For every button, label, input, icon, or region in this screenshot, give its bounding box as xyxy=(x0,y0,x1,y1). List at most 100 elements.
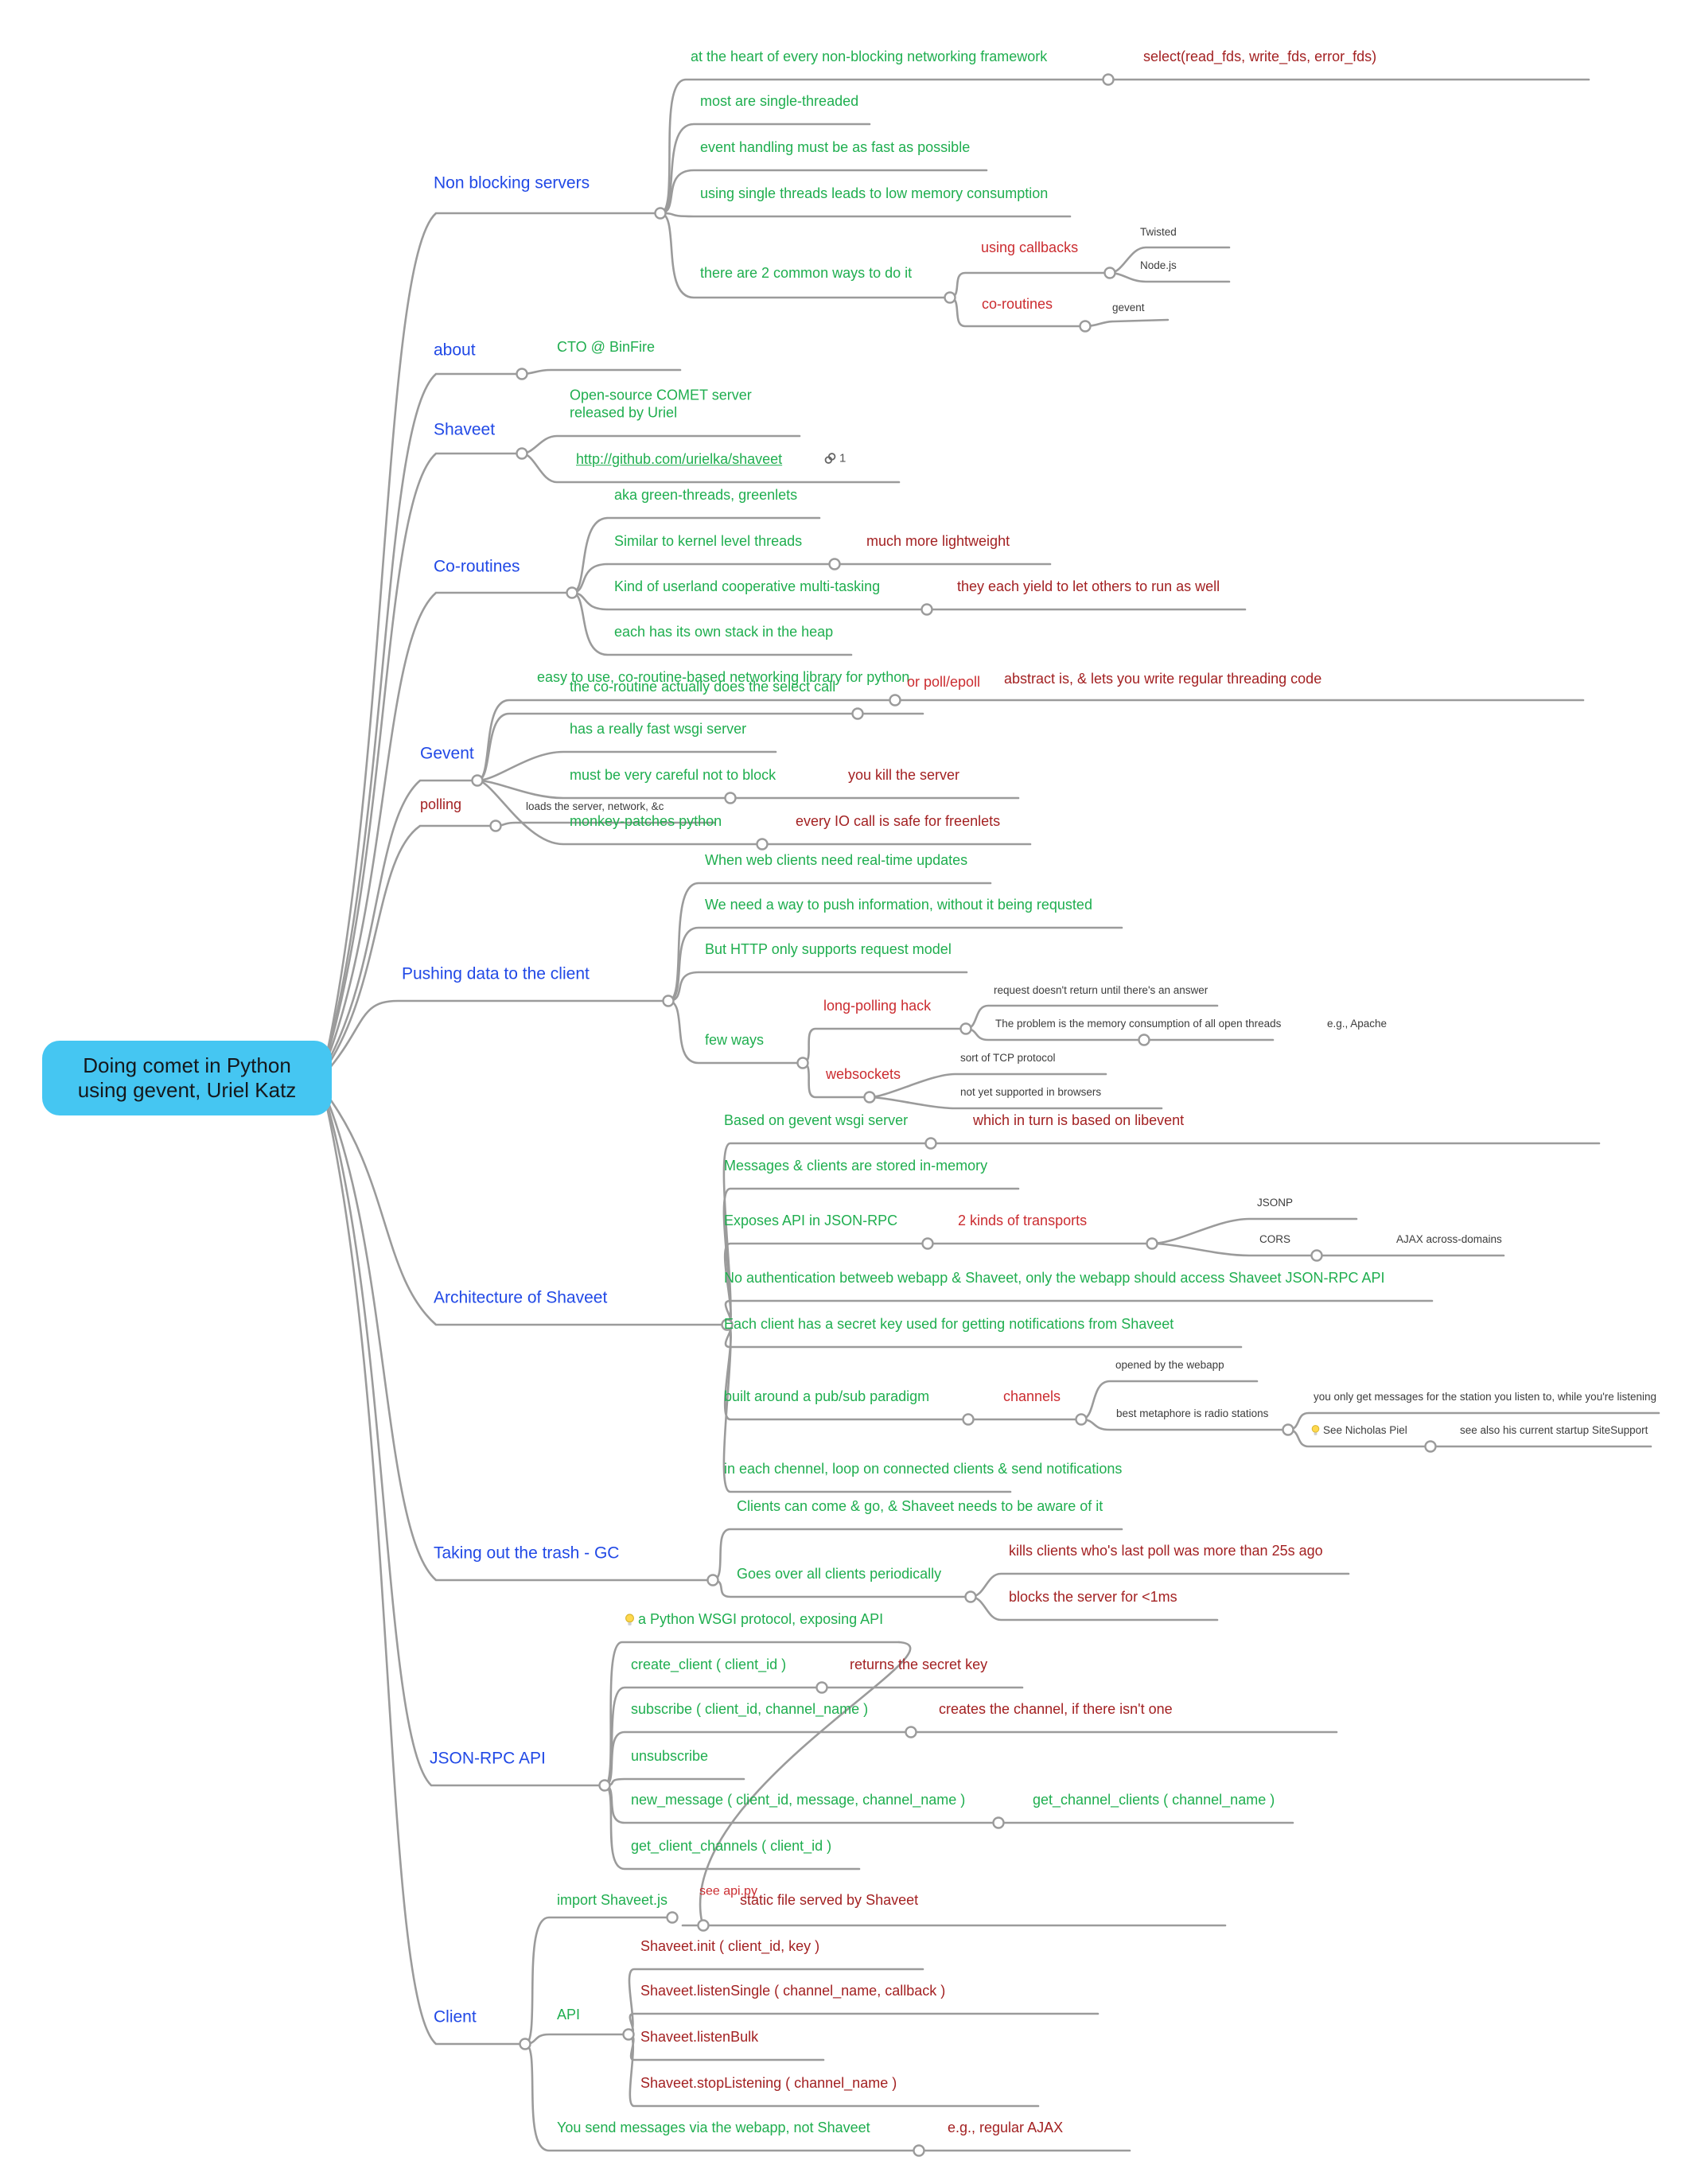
node-easy-to-use-library[interactable]: easy to use, co-routine-based networking… xyxy=(537,669,910,686)
node-twisted[interactable]: Twisted xyxy=(1140,225,1177,238)
node-station-listening[interactable]: you only get messages for the station yo… xyxy=(1314,1390,1657,1403)
node-see-nicholas-piel[interactable]: See Nicholas Piel xyxy=(1311,1424,1407,1437)
node-own-stack-heap[interactable]: each has its own stack in the heap xyxy=(614,624,834,640)
node-send-via-webapp[interactable]: You send messages via the webapp, not Sh… xyxy=(557,2120,870,2136)
topic-gevent[interactable]: Gevent xyxy=(420,744,474,763)
node-creates-channel[interactable]: creates the channel, if there isn't one xyxy=(939,1701,1173,1718)
attachment-badge[interactable]: 1 xyxy=(823,452,846,465)
node-aka-greenlets[interactable]: aka green-threads, greenlets xyxy=(614,487,798,504)
node-channels[interactable]: channels xyxy=(1003,1388,1061,1405)
topic-gc[interactable]: Taking out the trash - GC xyxy=(434,1544,620,1563)
node-client-secret-key[interactable]: Each client has a secret key used for ge… xyxy=(724,1316,1174,1333)
node-clients-come-go[interactable]: Clients can come & go, & Shaveet needs t… xyxy=(737,1498,1103,1515)
node-no-authentication[interactable]: No authentication betweeb webapp & Shave… xyxy=(724,1270,1385,1287)
topic-shaveet[interactable]: Shaveet xyxy=(434,420,496,439)
topic-about[interactable]: about xyxy=(434,341,476,360)
node-realtime-updates[interactable]: When web clients need real-time updates xyxy=(705,852,968,869)
node-listen-single[interactable]: Shaveet.listenSingle ( channel_name, cal… xyxy=(640,1983,946,1999)
node-request-no-return[interactable]: request doesn't return until there's an … xyxy=(994,983,1209,996)
node-abstract-threading[interactable]: abstract is, & lets you write regular th… xyxy=(1004,671,1322,687)
node-using-callbacks[interactable]: using callbacks xyxy=(981,239,1079,256)
node-pubsub-paradigm[interactable]: built around a pub/sub paradigm xyxy=(724,1388,930,1405)
node-http-request-model[interactable]: But HTTP only supports request model xyxy=(705,941,952,958)
topic-jsonrpc-api[interactable]: JSON-RPC API xyxy=(430,1749,546,1768)
node-kill-server[interactable]: you kill the server xyxy=(848,767,960,784)
node-goes-over-clients[interactable]: Goes over all clients periodically xyxy=(737,1566,942,1583)
node-jsonp[interactable]: JSONP xyxy=(1257,1196,1294,1209)
branch-junction-circles xyxy=(471,73,1437,2157)
node-returns-secret-key[interactable]: returns the secret key xyxy=(850,1656,988,1673)
node-create-client[interactable]: create_client ( client_id ) xyxy=(631,1656,787,1673)
node-two-transports[interactable]: 2 kinds of transports xyxy=(958,1213,1088,1229)
node-blocks-1ms[interactable]: blocks the server for <1ms xyxy=(1009,1589,1177,1606)
node-memory-problem[interactable]: The problem is the memory consumption of… xyxy=(995,1017,1282,1030)
node-coroutine-select-call[interactable]: the co-routine actually does the select … xyxy=(570,679,836,695)
node-heart-of-framework[interactable]: at the heart of every non-blocking netwo… xyxy=(691,49,1048,65)
node-regular-ajax[interactable]: e.g., regular AJAX xyxy=(948,2120,1064,2136)
node-loop-clients-notifications[interactable]: in each chennel, loop on connected clien… xyxy=(724,1461,1123,1477)
node-listen-bulk[interactable]: Shaveet.listenBulk xyxy=(640,2029,759,2046)
node-push-information[interactable]: We need a way to push information, witho… xyxy=(705,897,1092,913)
node-similar-kernel-threads[interactable]: Similar to kernel level threads xyxy=(614,533,803,550)
lightbulb-icon xyxy=(625,1614,634,1625)
node-ajax-across-domains[interactable]: AJAX across-domains xyxy=(1396,1232,1502,1245)
node-based-gevent-wsgi[interactable]: Based on gevent wsgi server xyxy=(724,1112,909,1129)
node-low-memory[interactable]: using single threads leads to low memory… xyxy=(700,185,1049,202)
node-exposes-jsonrpc[interactable]: Exposes API in JSON-RPC xyxy=(724,1213,898,1229)
topic-co-routines[interactable]: Co-routines xyxy=(434,557,520,576)
node-get-channel-clients[interactable]: get_channel_clients ( channel_name ) xyxy=(1033,1792,1275,1808)
node-cto-binfire[interactable]: CTO @ BinFire xyxy=(557,339,655,356)
node-stored-in-memory[interactable]: Messages & clients are stored in-memory xyxy=(724,1158,988,1174)
node-python-wsgi-protocol[interactable]: a Python WSGI protocol, exposing API xyxy=(625,1611,883,1629)
node-cors[interactable]: CORS xyxy=(1259,1232,1291,1245)
node-websockets[interactable]: websockets xyxy=(826,1066,901,1083)
node-two-common-ways[interactable]: there are 2 common ways to do it xyxy=(700,265,913,282)
node-not-supported-browsers[interactable]: not yet supported in browsers xyxy=(960,1085,1102,1098)
node-radio-metaphore[interactable]: best metaphore is radio stations xyxy=(1116,1407,1269,1419)
node-client-api[interactable]: API xyxy=(557,2007,581,2023)
node-more-lightweight[interactable]: much more lightweight xyxy=(866,533,1010,550)
node-new-message[interactable]: new_message ( client_id, message, channe… xyxy=(631,1792,966,1808)
node-see-api-py[interactable]: see api.py xyxy=(699,1884,757,1898)
node-careful-not-block[interactable]: must be very careful not to block xyxy=(570,767,776,784)
topic-pushing-data[interactable]: Pushing data to the client xyxy=(402,964,590,983)
attachment-count: 1 xyxy=(839,451,847,465)
node-import-shaveet-js[interactable]: import Shaveet.js xyxy=(557,1892,668,1909)
node-loads-server-network[interactable]: loads the server, network, &c xyxy=(526,800,664,812)
node-static-file-served[interactable]: static file served by Shaveet xyxy=(740,1892,919,1909)
node-stop-listening[interactable]: Shaveet.stopListening ( channel_name ) xyxy=(640,2075,897,2092)
node-each-yield[interactable]: they each yield to let others to run as … xyxy=(957,578,1220,595)
topic-client[interactable]: Client xyxy=(434,2007,477,2026)
node-fast-wsgi-server[interactable]: has a really fast wsgi server xyxy=(570,721,747,738)
node-kills-clients-25s[interactable]: kills clients who's last poll was more t… xyxy=(1009,1543,1323,1559)
node-eg-apache[interactable]: e.g., Apache xyxy=(1327,1017,1388,1030)
topic-architecture[interactable]: Architecture of Shaveet xyxy=(434,1288,608,1307)
node-userland-multitasking[interactable]: Kind of userland cooperative multi-taski… xyxy=(614,578,881,595)
node-few-ways[interactable]: few ways xyxy=(705,1032,765,1049)
node-single-threaded[interactable]: most are single-threaded xyxy=(700,93,859,110)
node-unsubscribe[interactable]: unsubscribe xyxy=(631,1748,709,1765)
topic-non-blocking-servers[interactable]: Non blocking servers xyxy=(434,173,590,193)
root-topic[interactable]: Doing comet in Python using gevent, Urie… xyxy=(42,1041,332,1115)
node-get-client-channels[interactable]: get_client_channels ( client_id ) xyxy=(631,1838,832,1855)
node-io-safe[interactable]: every IO call is safe for freenlets xyxy=(796,813,1001,830)
node-long-polling-hack[interactable]: long-polling hack xyxy=(823,998,932,1014)
node-monkey-patches[interactable]: monkey-patches python xyxy=(570,813,722,830)
node-select-fds[interactable]: select(read_fds, write_fds, error_fds) xyxy=(1143,49,1377,65)
node-subscribe[interactable]: subscribe ( client_id, channel_name ) xyxy=(631,1701,869,1718)
node-github-link[interactable]: http://github.com/urielka/shaveet xyxy=(576,451,783,468)
node-or-poll-epoll[interactable]: or poll/epoll xyxy=(907,674,981,691)
node-nodejs[interactable]: Node.js xyxy=(1140,259,1177,271)
node-shaveet-init[interactable]: Shaveet.init ( client_id, key ) xyxy=(640,1938,820,1955)
node-gevent-ref[interactable]: gevent xyxy=(1112,301,1145,313)
node-opened-by-webapp[interactable]: opened by the webapp xyxy=(1115,1358,1224,1371)
topic-polling[interactable]: polling xyxy=(420,796,462,813)
node-open-source-comet[interactable]: Open-source COMET server released by Uri… xyxy=(570,387,752,420)
node-event-handling-fast[interactable]: event handling must be as fast as possib… xyxy=(700,139,971,156)
node-co-routines-way[interactable]: co-routines xyxy=(982,296,1053,313)
node-sort-of-tcp[interactable]: sort of TCP protocol xyxy=(960,1051,1056,1064)
node-sitesupport[interactable]: see also his current startup SiteSupport xyxy=(1460,1423,1648,1436)
node-based-libevent[interactable]: which in turn is based on libevent xyxy=(973,1112,1185,1129)
